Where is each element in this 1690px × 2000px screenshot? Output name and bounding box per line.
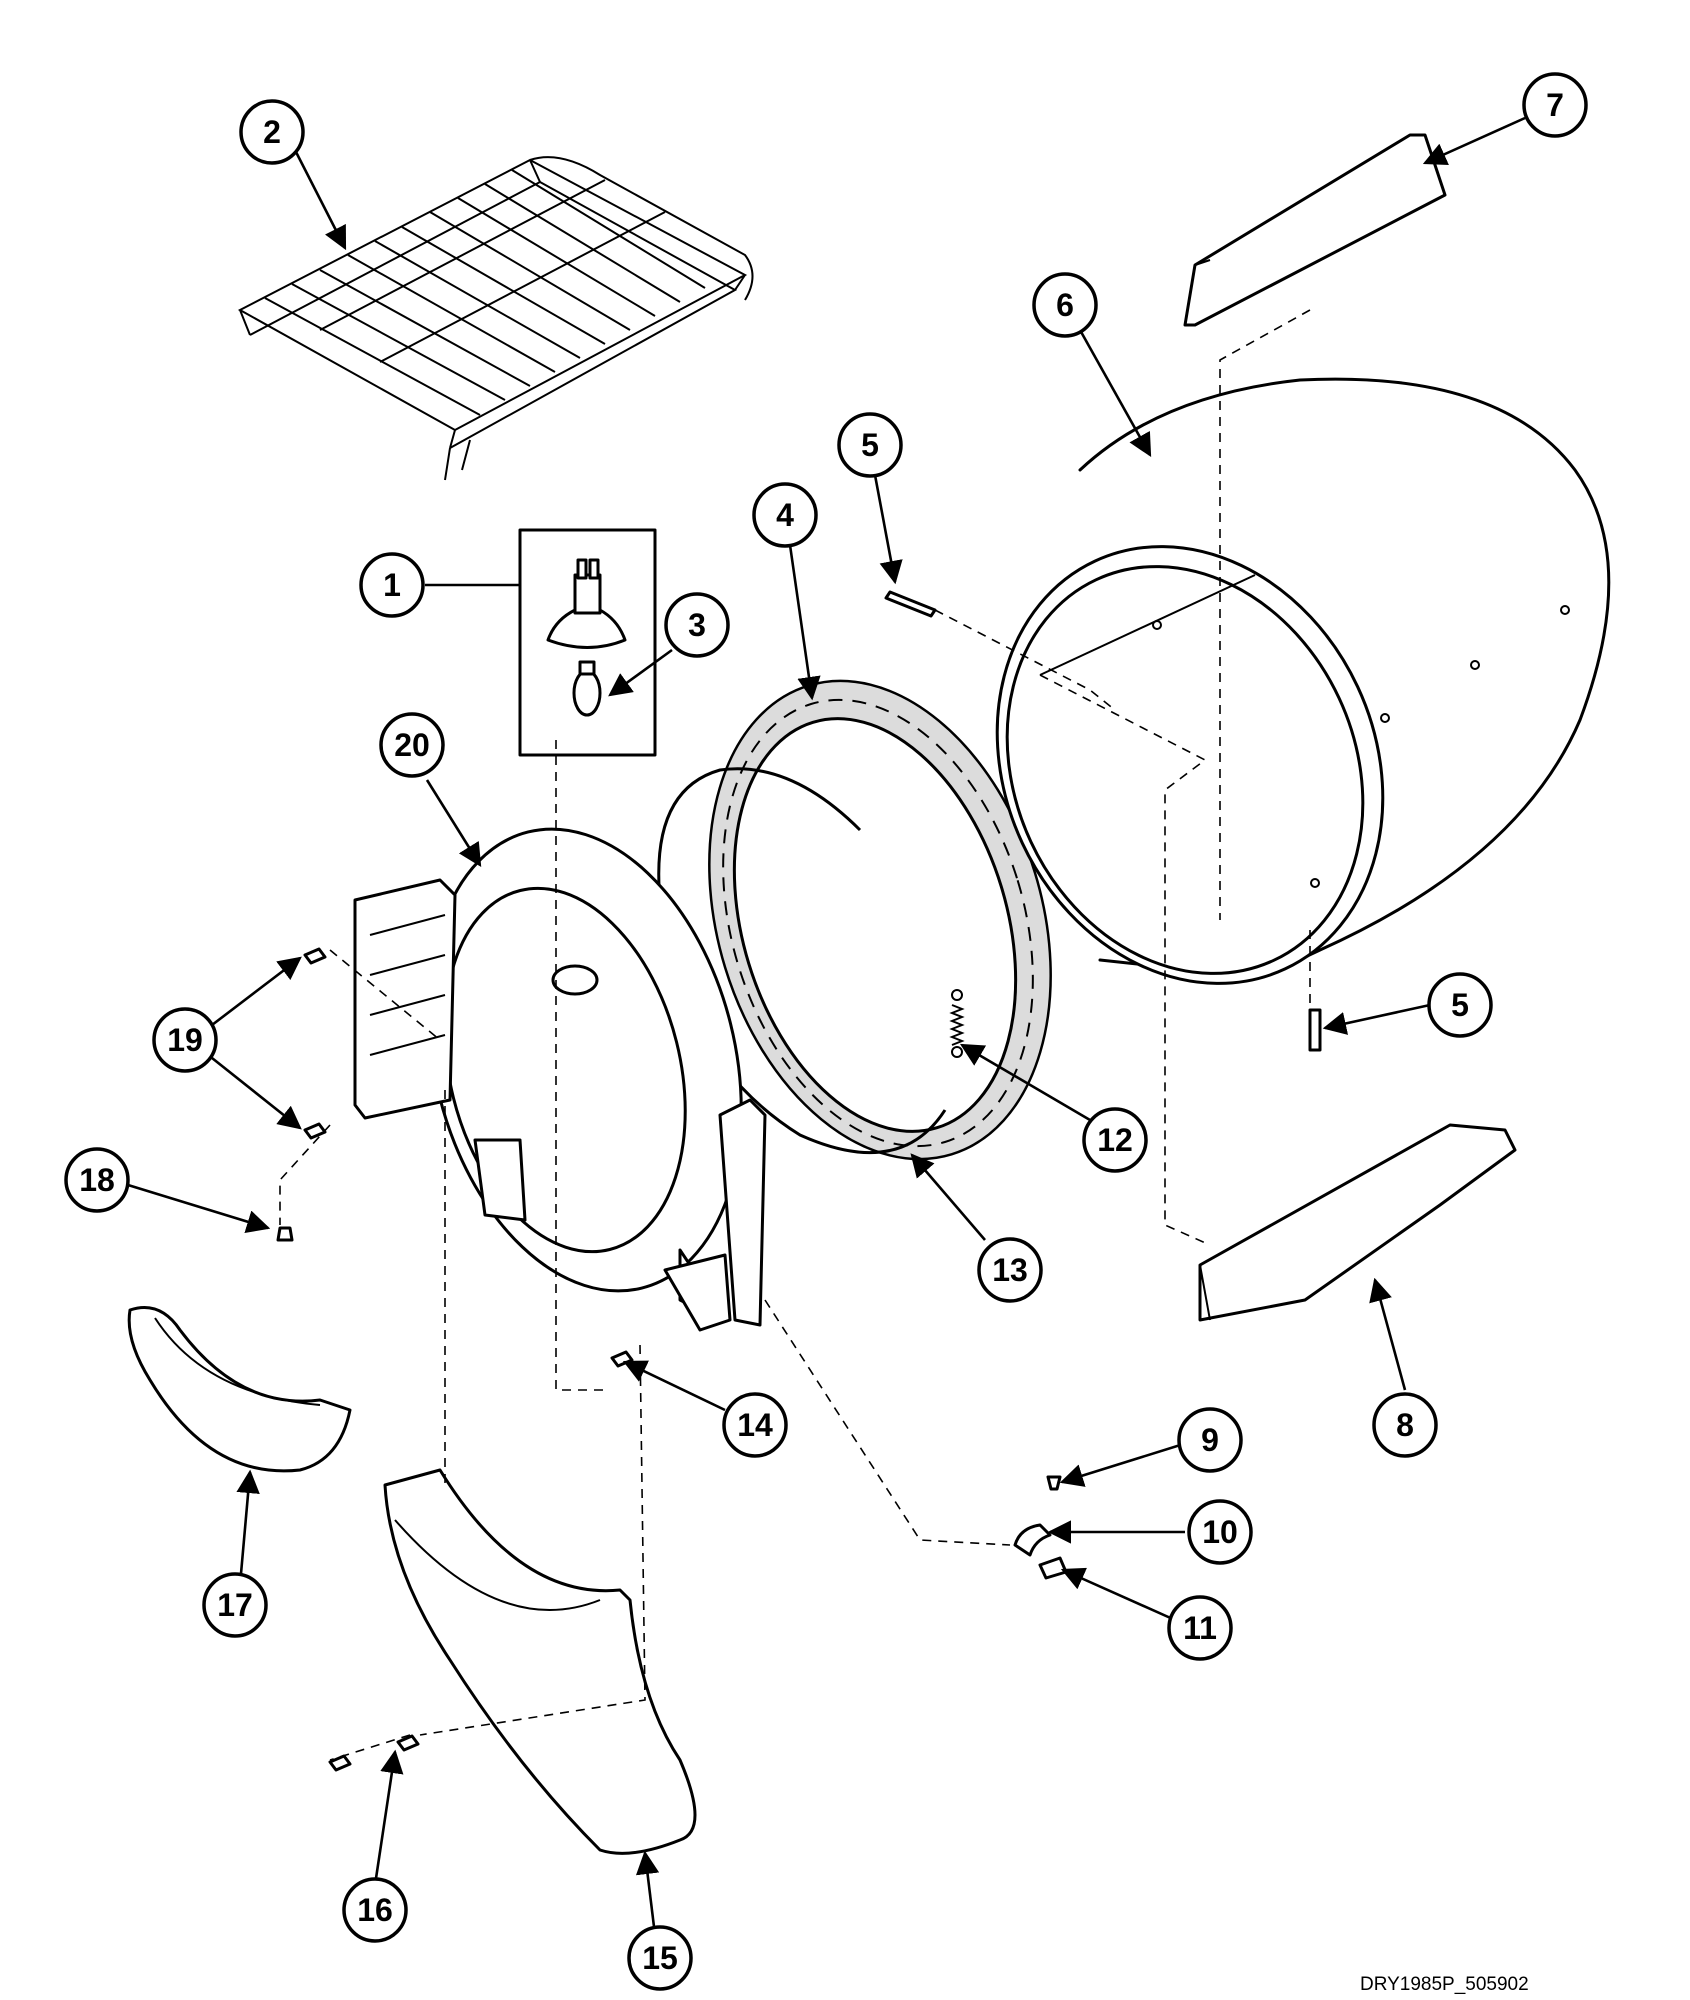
leader-lines [127, 116, 1526, 1936]
svg-text:7: 7 [1546, 87, 1564, 123]
lamp-assembly [518, 528, 657, 757]
svg-text:5: 5 [1451, 987, 1469, 1023]
callout-4: 4 [752, 482, 818, 548]
hinge-bracket-left [353, 878, 457, 1120]
callout-20: 20 [379, 712, 445, 778]
svg-text:2: 2 [263, 114, 281, 150]
door-gasket [708, 679, 1052, 1161]
lower-baffle [1198, 1123, 1517, 1322]
svg-text:3: 3 [688, 607, 706, 643]
callout-12: 12 [1082, 1107, 1148, 1173]
hinge-hardware [1013, 1475, 1068, 1580]
svg-text:4: 4 [776, 497, 794, 533]
callout-11: 151111 [1167, 1595, 1233, 1661]
callout-19: 19 [152, 1007, 218, 1073]
svg-text:17: 17 [217, 1587, 253, 1623]
callout-5a: 5 [837, 412, 903, 478]
svg-text:11: 11 [1183, 1610, 1217, 1646]
reference-code: DRY1985P_505902 [1360, 1974, 1529, 1995]
svg-text:6: 6 [1056, 287, 1074, 323]
callout-1: 1 [359, 552, 425, 618]
svg-text:9: 9 [1201, 1422, 1219, 1458]
svg-text:16: 16 [357, 1892, 393, 1928]
callout-5b: 5 [1427, 972, 1493, 1038]
lint-filter [127, 1306, 352, 1473]
svg-text:19: 19 [167, 1022, 203, 1058]
svg-text:14: 14 [737, 1407, 773, 1443]
hinge-bracket-right [663, 1098, 767, 1332]
front-panel-bulkhead [427, 827, 743, 1312]
svg-text:20: 20 [394, 727, 430, 763]
svg-text:8: 8 [1396, 1407, 1414, 1443]
callout-8: 8 [1372, 1392, 1438, 1458]
upper-baffle [1183, 133, 1447, 327]
callout-2: 2 [239, 99, 305, 165]
lint-duct [383, 1468, 697, 1855]
svg-text:15: 15 [642, 1940, 678, 1976]
svg-text:1: 1 [383, 567, 401, 603]
callout-7: 7 [1522, 72, 1588, 138]
drying-rack [237, 156, 754, 481]
tumbler-drum [995, 377, 1611, 985]
svg-text:12: 12 [1097, 1122, 1133, 1158]
callout-9: 9 [1177, 1407, 1243, 1473]
callout-16: 16 [342, 1877, 408, 1943]
tension-spring [949, 989, 965, 1058]
callout-18: 18 [64, 1147, 130, 1213]
svg-text:5: 5 [861, 427, 879, 463]
assembly-dashed-lines [279, 309, 1311, 1761]
callout-15: 15 [627, 1925, 693, 1991]
svg-text:18: 18 [79, 1162, 115, 1198]
callout-6: 6 [1032, 272, 1098, 338]
svg-text:10: 10 [1202, 1514, 1238, 1550]
callout-3: 3 [664, 592, 730, 658]
callout-14: 14 [722, 1392, 788, 1458]
callout-10: 10 [1187, 1499, 1253, 1565]
callout-17: 17 [202, 1572, 268, 1638]
callout-13: 13 [977, 1237, 1043, 1303]
svg-text:13: 13 [992, 1252, 1028, 1288]
screws [276, 590, 1322, 1772]
